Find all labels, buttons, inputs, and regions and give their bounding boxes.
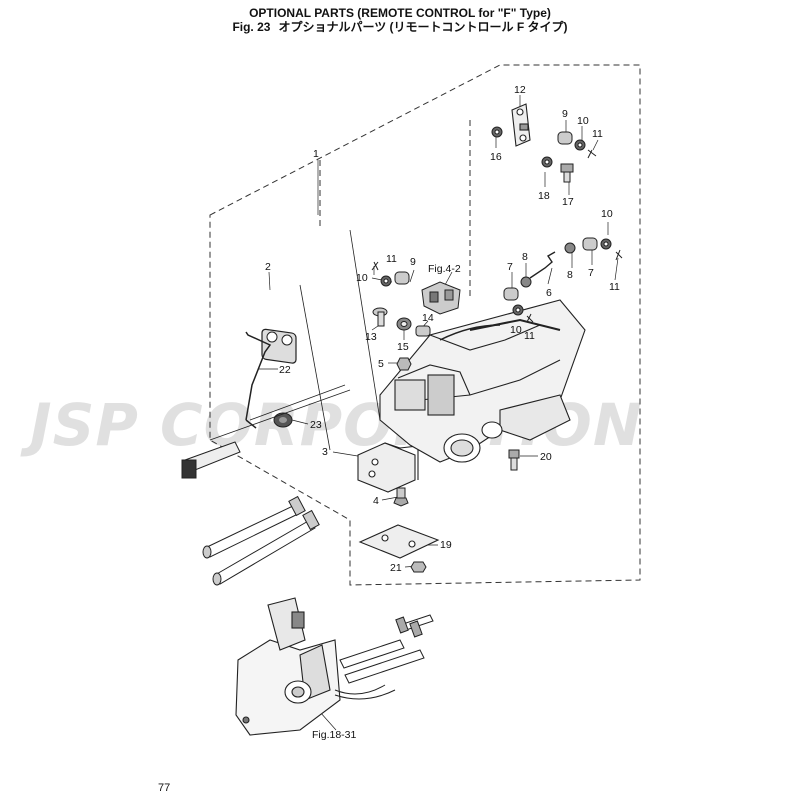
callout-10-mid: 10 (510, 324, 522, 336)
part-plate-2 (261, 328, 297, 364)
reference-fig-4-2: Fig.4-2 (428, 263, 461, 275)
part-washer-16 (491, 126, 503, 138)
part-clip-11-mid (526, 313, 534, 323)
part-nut-8-right (564, 242, 576, 254)
part-rod-22 (245, 331, 272, 421)
part-rod-6 (529, 251, 556, 279)
callout-11-right: 11 (609, 281, 620, 293)
part-cable-end (181, 441, 241, 479)
part-bushing-14 (415, 325, 431, 337)
callout-1: 1 (313, 148, 319, 160)
callout-11-mid: 11 (524, 330, 535, 342)
figure-title-japanese: オプショナルパーツ (リモートコントロール F タイプ) (278, 20, 568, 34)
part-joint-7-right (582, 237, 598, 251)
callout-10-right: 10 (601, 208, 613, 220)
part-washer-18 (541, 156, 553, 168)
part-bolt-17 (560, 163, 574, 183)
part-lever-12 (511, 103, 531, 147)
callout-9-top: 9 (562, 108, 568, 120)
callout-8-right: 8 (567, 269, 573, 281)
part-clip-11-left (371, 261, 379, 271)
callout-11-top: 11 (592, 128, 603, 140)
callout-9-left: 9 (410, 256, 416, 268)
part-grommet-23 (273, 412, 293, 428)
reference-fig-18-31: Fig.18-31 (312, 729, 357, 741)
callout-labels: 1 2 3 4 5 6 7 7 8 8 9 9 10 10 10 10 11 1… (265, 84, 620, 741)
callout-4: 4 (373, 495, 379, 507)
page-subtitle: Fig. 23 オプショナルパーツ (リモートコントロール F タイプ) (0, 20, 800, 34)
callout-22: 22 (279, 364, 291, 376)
callout-7-left: 7 (507, 261, 513, 273)
page-title: OPTIONAL PARTS (REMOTE CONTROL for "F" T… (249, 6, 551, 20)
part-pin-13 (372, 307, 388, 327)
part-bolt-20 (508, 449, 520, 471)
part-bracket-3 (357, 442, 419, 493)
part-nut-5 (396, 357, 412, 371)
callout-20: 20 (540, 451, 552, 463)
callout-10-left: 10 (356, 272, 368, 284)
part-washer-10-right (600, 238, 612, 250)
callout-10-top: 10 (577, 115, 589, 127)
callout-23: 23 (310, 419, 322, 431)
page-number: 77 (158, 782, 171, 794)
callout-15: 15 (397, 341, 409, 353)
callout-8-left: 8 (522, 251, 528, 263)
part-plate-19 (358, 524, 440, 559)
part-clip-11-top (587, 149, 597, 159)
callout-19: 19 (440, 539, 452, 551)
part-washer-10-left (380, 275, 392, 287)
callout-6: 6 (546, 287, 552, 299)
callout-2: 2 (265, 261, 271, 273)
callout-16: 16 (490, 151, 502, 163)
part-nut-21 (410, 561, 427, 573)
part-reference-fig-4-2 (421, 281, 461, 315)
part-joint-9-left (394, 271, 410, 285)
callout-18: 18 (538, 190, 550, 202)
callout-3: 3 (322, 446, 328, 458)
callout-12: 12 (514, 84, 526, 96)
part-housing-assembly (379, 299, 586, 463)
part-washer-15 (396, 317, 412, 331)
callout-17: 17 (562, 196, 574, 208)
remote-control-cables (334, 614, 434, 700)
part-bolt-4 (393, 487, 409, 507)
part-washer-10-mid (512, 304, 524, 316)
part-nut-8-left (520, 276, 532, 288)
callout-14: 14 (422, 312, 434, 324)
callout-21: 21 (390, 562, 402, 574)
part-washer-10-top (574, 139, 586, 151)
remote-control-box (235, 597, 341, 736)
part-clip-11-right (615, 249, 623, 261)
figure-number: Fig. 23 (232, 20, 271, 34)
part-joint-9-top (557, 131, 573, 145)
remote-cables (202, 495, 320, 586)
callout-13: 13 (365, 331, 377, 343)
callout-7-right: 7 (588, 267, 594, 279)
callout-11-left: 11 (386, 253, 397, 265)
callout-5: 5 (378, 358, 384, 370)
part-joint-7-left (503, 287, 519, 301)
